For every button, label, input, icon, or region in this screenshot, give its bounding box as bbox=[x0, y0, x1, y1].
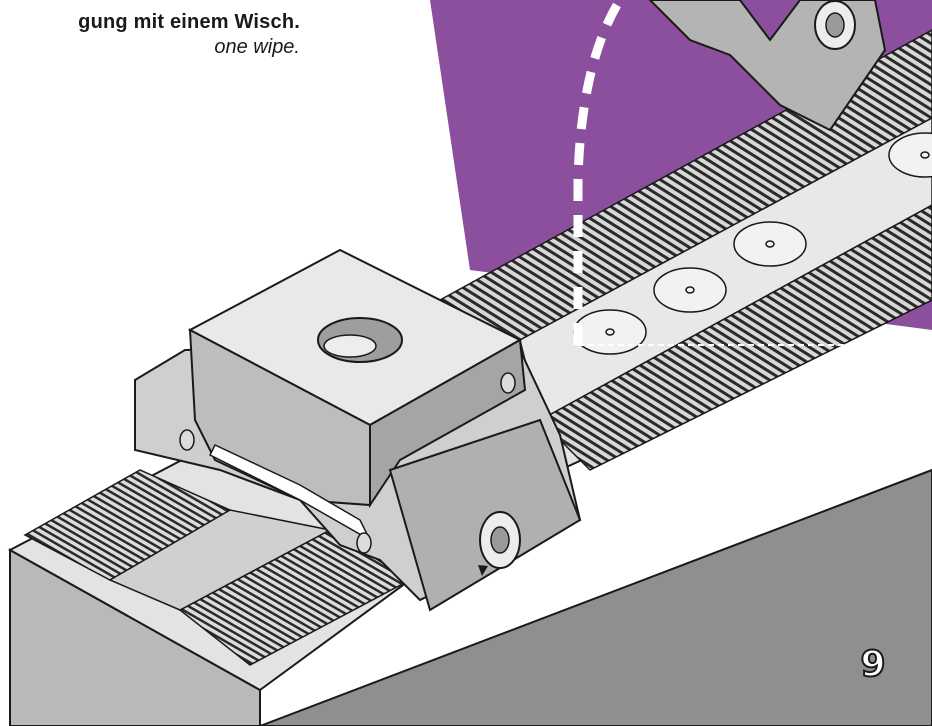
caption-english: one wipe. bbox=[214, 36, 300, 58]
upper-rotation-icon bbox=[814, 0, 856, 50]
jaw-clamp-block bbox=[388, 418, 582, 612]
rotation-arrow-icon bbox=[478, 511, 521, 576]
slot-positions bbox=[573, 132, 932, 355]
page-number: 9 bbox=[859, 644, 886, 686]
vise-base-flank bbox=[259, 468, 932, 726]
caption-german: gung mit einem Wisch. bbox=[78, 11, 300, 33]
caption: gung mit einem Wisch. one wipe. bbox=[0, 10, 300, 60]
jaw-gap bbox=[208, 444, 372, 542]
jaw-holes bbox=[179, 372, 516, 554]
jaw-side-face bbox=[369, 338, 527, 509]
dashed-path-arrow bbox=[573, 0, 624, 345]
